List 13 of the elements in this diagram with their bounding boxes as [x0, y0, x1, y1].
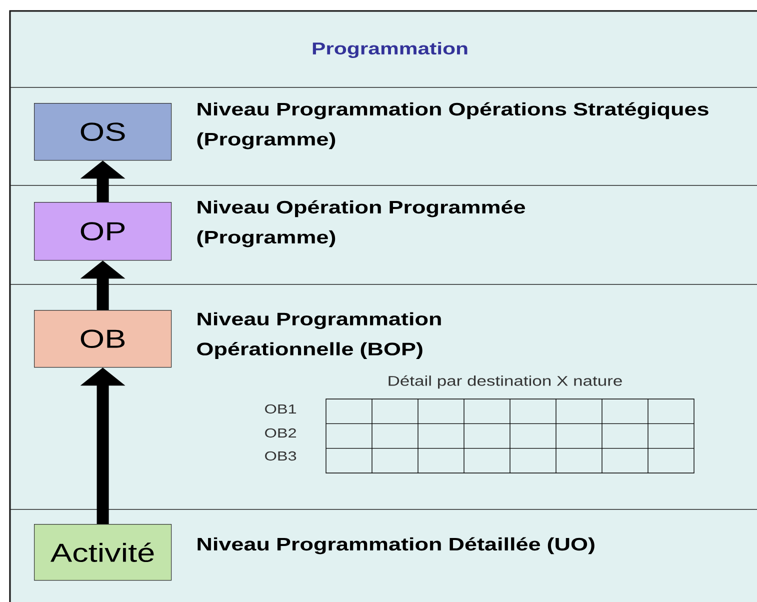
level-box: OB — [34, 310, 172, 368]
row-label: OB1 — [265, 404, 296, 414]
text: Détail par destination X nature — [388, 375, 622, 389]
row-label: OB2 — [265, 428, 296, 438]
node-label: Programmation — [312, 42, 468, 58]
level-box: OS — [34, 103, 172, 161]
level-band: Programmation — [10, 11, 757, 88]
node-label: Niveau Programmation Opérations Stratégiques (Programme) — [197, 102, 708, 150]
level-box: OP — [34, 202, 172, 261]
node-label: Niveau Programmation Opérationnelle (BOP) — [197, 312, 441, 359]
node-label: Niveau Opération Programmée (Programme) — [197, 200, 526, 248]
level-box: Activité — [34, 524, 172, 581]
row-label: OB3 — [265, 451, 296, 461]
